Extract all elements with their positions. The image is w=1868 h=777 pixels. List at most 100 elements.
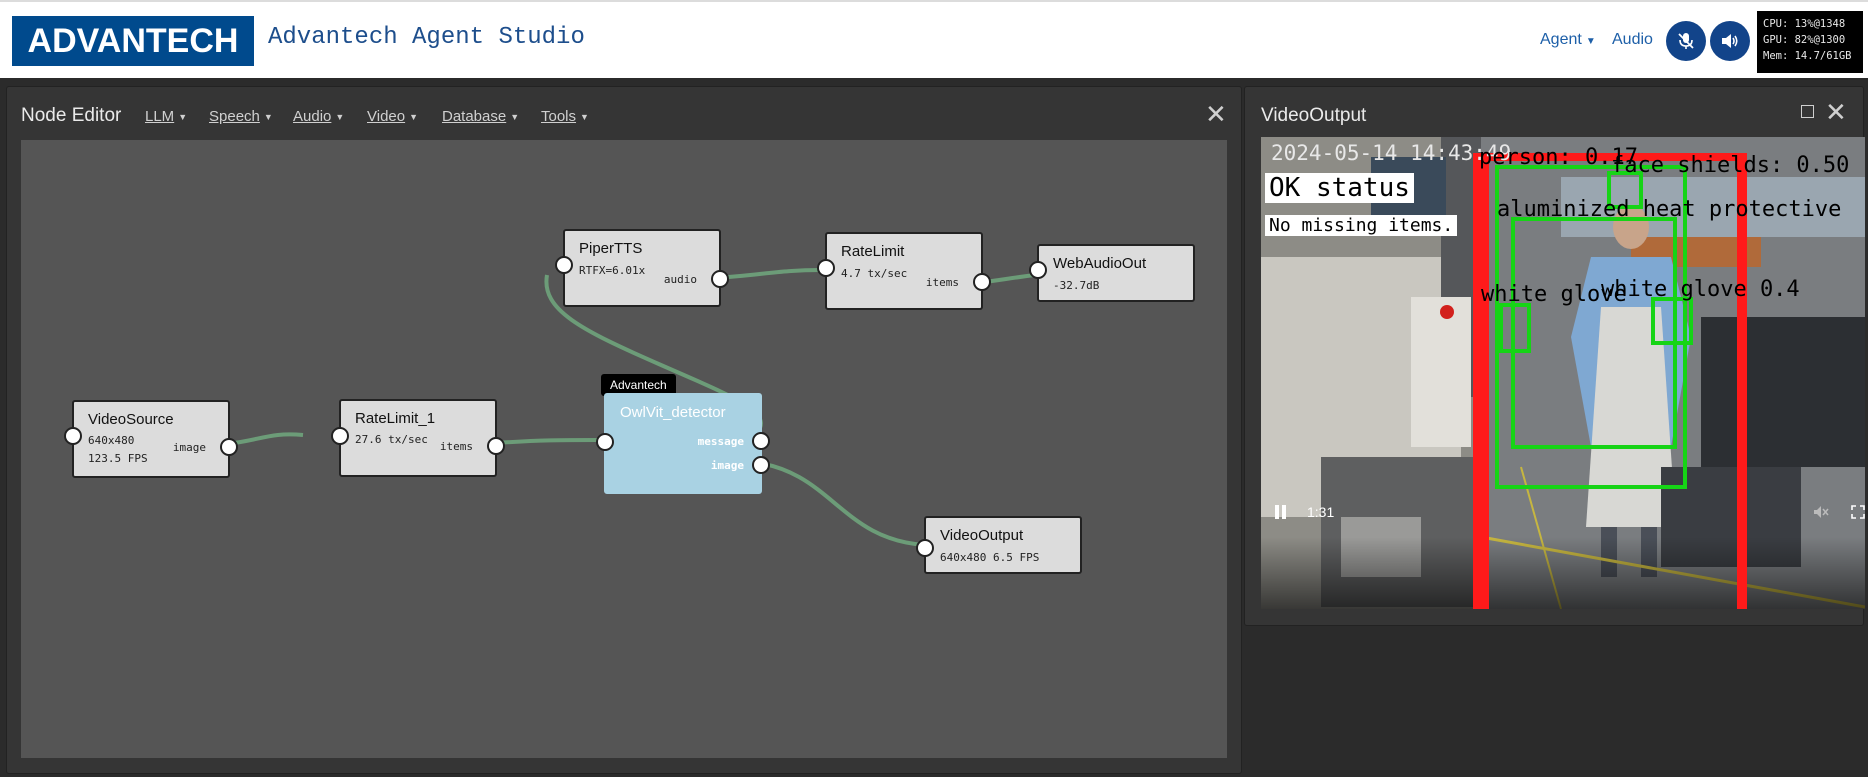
chevron-down-icon: ▼ (510, 112, 520, 123)
input-port[interactable] (916, 539, 934, 557)
node-stat: 123.5 FPS (88, 452, 148, 465)
node-videosource[interactable]: VideoSource 640x480 123.5 FPS image (64, 400, 238, 478)
video-output-title: VideoOutput (1261, 105, 1367, 126)
node-canvas[interactable]: PiperTTS RTFX=6.01x audio RateLimit 4.7 … (21, 140, 1227, 758)
advantech-logo: ADVANTECH (12, 16, 254, 66)
close-icon[interactable]: ✕ (1825, 97, 1847, 127)
node-stat: 27.6 tx/sec (355, 433, 428, 446)
menu-tools-label: Tools (541, 108, 577, 125)
chevron-down-icon: ▼ (409, 112, 419, 123)
glove-label-2: white glove 0.4 (1601, 277, 1800, 302)
close-icon[interactable]: ✕ (1205, 99, 1227, 129)
menu-speech-label: Speech (209, 108, 260, 125)
person-box-top (1473, 153, 1747, 161)
menu-database-label: Database (442, 108, 507, 125)
volume-muted-icon[interactable] (1813, 504, 1829, 520)
output-port-items[interactable] (487, 437, 505, 455)
agent-menu[interactable]: Agent▼ (1540, 31, 1596, 49)
node-tooltip: Advantech (601, 374, 676, 396)
chevron-down-icon: ▼ (1585, 36, 1596, 47)
mic-toggle-button[interactable] (1666, 21, 1706, 61)
node-stat: -32.7dB (1053, 279, 1100, 292)
pause-icon[interactable] (1275, 505, 1287, 519)
connection-videosource-ratelimit1 (226, 432, 304, 446)
mem-stat: Mem: 14.7/61GB (1763, 50, 1852, 62)
top-bar: ADVANTECH Advantech Agent Studio Agent▼ … (0, 0, 1868, 78)
menu-audio-label: Audio (293, 108, 332, 125)
menu-audio[interactable]: Audio▼ (293, 108, 344, 125)
menu-database[interactable]: Database▼ (442, 108, 519, 125)
port-label: audio (663, 273, 697, 286)
menu-speech[interactable]: Speech▼ (209, 108, 273, 125)
app-title: Advantech Agent Studio (268, 24, 585, 51)
video-player[interactable]: 2024-05-14 14:43:49 OK status No missing… (1261, 137, 1865, 609)
output-port-items[interactable] (973, 273, 991, 291)
input-port[interactable] (596, 433, 614, 451)
output-port-image[interactable] (752, 456, 770, 474)
input-port[interactable] (64, 427, 82, 445)
face-shield-label: face shields: 0.50 (1611, 153, 1850, 178)
node-webaudioout[interactable]: WebAudioOut -32.7dB (1029, 244, 1195, 302)
menu-video[interactable]: Video▼ (367, 108, 418, 125)
cpu-stat: CPU: 13%@1348 (1763, 18, 1846, 30)
input-port[interactable] (1029, 261, 1047, 279)
maximize-icon[interactable] (1801, 105, 1814, 118)
node-stat: 640x480 (88, 434, 135, 447)
connection-piper-ratelimit (714, 268, 822, 280)
status-text: OK status (1265, 173, 1414, 203)
connection-ratelimit1-owl (494, 438, 600, 445)
node-ratelimit-1[interactable]: RateLimit_1 27.6 tx/sec items (331, 399, 505, 477)
port-label: message (697, 435, 744, 448)
node-ratelimit[interactable]: RateLimit 4.7 tx/sec items (817, 232, 991, 310)
gpu-stat: GPU: 82%@1300 (1763, 34, 1846, 46)
node-title: VideoSource (88, 411, 174, 428)
missing-items-text: No missing items. (1265, 215, 1458, 236)
agent-menu-label: Agent (1540, 31, 1582, 48)
audio-menu[interactable]: Audio (1612, 31, 1653, 48)
input-port[interactable] (817, 259, 835, 277)
glove-box (1499, 303, 1531, 353)
node-title: WebAudioOut (1053, 255, 1147, 272)
output-port-image[interactable] (220, 438, 238, 456)
node-pipertts[interactable]: PiperTTS RTFX=6.01x audio (555, 229, 729, 307)
node-editor-title: Node Editor (21, 105, 122, 126)
person-box-left (1473, 157, 1489, 609)
fullscreen-icon[interactable] (1851, 505, 1865, 519)
node-stat: 4.7 tx/sec (841, 267, 908, 280)
connection-owl-videooutput (750, 460, 926, 547)
node-title: VideoOutput (940, 527, 1024, 544)
video-timestamp: 2024-05-14 14:43:49 (1271, 141, 1512, 165)
chevron-down-icon: ▼ (335, 112, 345, 123)
aluminized-label: aluminized heat protective (1497, 197, 1842, 222)
person-label: person: 0.17 (1479, 145, 1638, 170)
menu-llm[interactable]: LLM▼ (145, 108, 187, 125)
detection-box (1511, 217, 1677, 449)
port-label: image (172, 441, 206, 454)
node-videooutput[interactable]: VideoOutput 640x480 6.5 FPS (916, 516, 1082, 574)
video-frame (1261, 137, 1865, 609)
input-port[interactable] (331, 427, 349, 445)
chevron-down-icon: ▼ (178, 112, 188, 123)
video-time: 1:31 (1307, 504, 1335, 520)
face-shield-box (1607, 171, 1643, 209)
chevron-down-icon: ▼ (580, 112, 589, 123)
output-port-audio[interactable] (711, 270, 729, 288)
node-title: PiperTTS (579, 240, 643, 257)
port-label: items (439, 440, 473, 453)
glove-box (1651, 297, 1693, 345)
speaker-toggle-button[interactable] (1710, 21, 1750, 61)
mic-muted-icon (1678, 33, 1694, 49)
node-stat: RTFX=6.01x (579, 264, 646, 277)
node-owlvit-detector[interactable]: OwlVit_detector message image (596, 393, 770, 494)
output-port-message[interactable] (752, 432, 770, 450)
video-output-panel: VideoOutput ✕ (1244, 86, 1865, 626)
node-editor-panel: Node Editor LLM▼ Speech▼ Audio▼ Video▼ D… (6, 86, 1242, 774)
glove-label: white glove (1481, 282, 1627, 307)
chevron-down-icon: ▼ (263, 112, 273, 123)
node-title: OwlVit_detector (620, 404, 726, 421)
detection-box (1495, 165, 1687, 489)
input-port[interactable] (555, 256, 573, 274)
port-label: image (710, 459, 744, 472)
menu-tools[interactable]: Tools▼ (541, 108, 589, 125)
